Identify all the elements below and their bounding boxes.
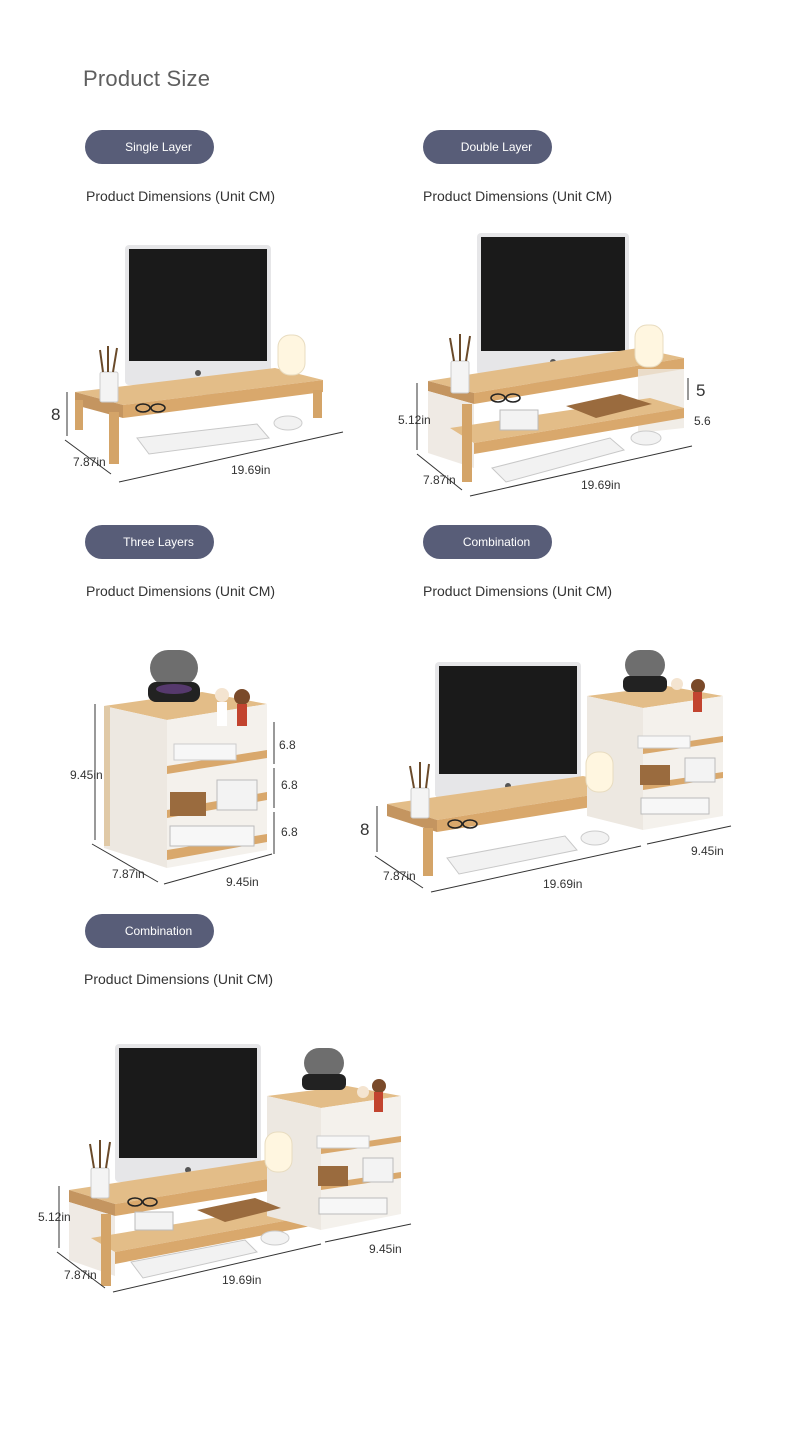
depth-label: 7.87in	[423, 473, 456, 487]
width-label: 19.69in	[581, 478, 620, 492]
depth-label: 7.87in	[112, 867, 145, 881]
width-label: 19.69in	[543, 877, 582, 891]
section-subtitle: Product Dimensions (Unit CM)	[86, 188, 276, 204]
width-label: 9.45in	[226, 875, 259, 889]
height-label: 5.12in	[398, 413, 431, 427]
side-height-label: 5.6	[694, 414, 711, 428]
cabinet-width-label: 9.45in	[691, 844, 724, 858]
single-layer-illustration: 8 7.87in 19.69in	[51, 245, 344, 483]
section-subtitle: Product Dimensions (Unit CM)	[86, 583, 276, 599]
depth-label: 7.87in	[383, 869, 416, 883]
height-label: 8	[51, 405, 60, 424]
double-layer-illustration: 5.12in 7.87in 19.69in 5 5.6	[398, 233, 711, 497]
tab-double-layer[interactable]: Double Layer	[423, 130, 552, 164]
height-label: 9.45in	[70, 768, 103, 782]
section-subtitle: Product Dimensions (Unit CM)	[84, 971, 274, 987]
tab-label: Three Layers	[123, 535, 194, 549]
shelf-height-label: 6.8	[279, 738, 296, 752]
depth-label: 7.87in	[64, 1268, 97, 1282]
three-layers-illustration: 9.45in 7.87in 9.45in 6.8 6.8 6.8	[70, 650, 298, 889]
section-subtitle: Product Dimensions (Unit CM)	[423, 583, 613, 599]
shelf-height-label: 6.8	[281, 778, 298, 792]
tab-combination-double[interactable]: Combination	[85, 914, 214, 948]
cabinet-width-label: 9.45in	[369, 1242, 402, 1256]
height-label: 8	[360, 820, 369, 839]
section-subtitle: Product Dimensions (Unit CM)	[423, 188, 613, 204]
shelf-height-label: 6.8	[281, 825, 298, 839]
tab-combination[interactable]: Combination	[423, 525, 552, 559]
combination-illustration: 8 7.87in 19.69in 9.45in	[360, 650, 732, 893]
tab-three-layers[interactable]: Three Layers	[85, 525, 214, 559]
combination-double-illustration: 5.12in 7.87in 19.69in 9.45in	[38, 1044, 412, 1293]
top-height-label: 5	[696, 381, 705, 400]
width-label: 19.69in	[222, 1273, 261, 1287]
height-label: 5.12in	[38, 1210, 71, 1224]
tab-single-layer[interactable]: Single Layer	[85, 130, 214, 164]
tab-label: Double Layer	[460, 140, 533, 154]
page-title: Product Size	[83, 66, 211, 91]
tab-label: Combination	[462, 535, 531, 549]
tab-label: Single Layer	[125, 140, 192, 154]
tab-label: Combination	[124, 924, 193, 938]
width-label: 19.69in	[231, 463, 270, 477]
depth-label: 7.87in	[73, 455, 106, 469]
